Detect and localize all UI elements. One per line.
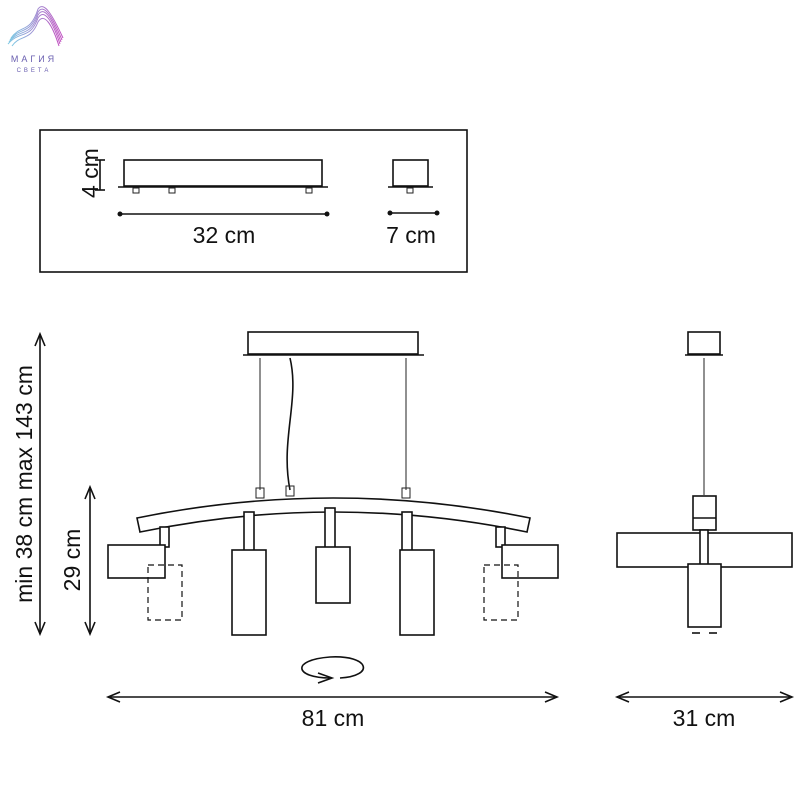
lamp-shade [315, 546, 351, 604]
total-height-label: min 38 cm max 143 cm [11, 365, 37, 603]
canopy-side-view [392, 159, 429, 187]
rotation-arrow-icon [301, 656, 364, 684]
lamp-shade [231, 549, 267, 636]
logo-text-line2: СВЕТА [17, 68, 52, 74]
lamp-shade [501, 544, 559, 579]
width-dimensions: 81 cm 31 cm [105, 691, 795, 731]
lamp-height-label: 29 cm [59, 529, 85, 592]
front-view [107, 331, 559, 684]
lamp-shade [399, 549, 435, 636]
logo-text-line1: МАГИЯ [11, 54, 57, 64]
width-label: 31 cm [673, 705, 736, 731]
lamp-shade [107, 544, 166, 579]
length-label: 81 cm [302, 705, 365, 731]
height-dimensions: min 38 cm max 143 cm 29 cm [11, 331, 96, 637]
canopy-front-view [123, 159, 323, 187]
side-view [616, 331, 793, 634]
canopy-detail-panel: 4 cm 32 cm 7 cm [39, 129, 468, 273]
canopy-length-label: 32 cm [193, 222, 256, 248]
wave-logo-icon [7, 6, 64, 47]
canopy-width-label: 7 cm [386, 222, 436, 248]
canopy-height-label: 4 cm [77, 148, 103, 198]
brand-logo: МАГИЯ СВЕТА [7, 6, 64, 74]
